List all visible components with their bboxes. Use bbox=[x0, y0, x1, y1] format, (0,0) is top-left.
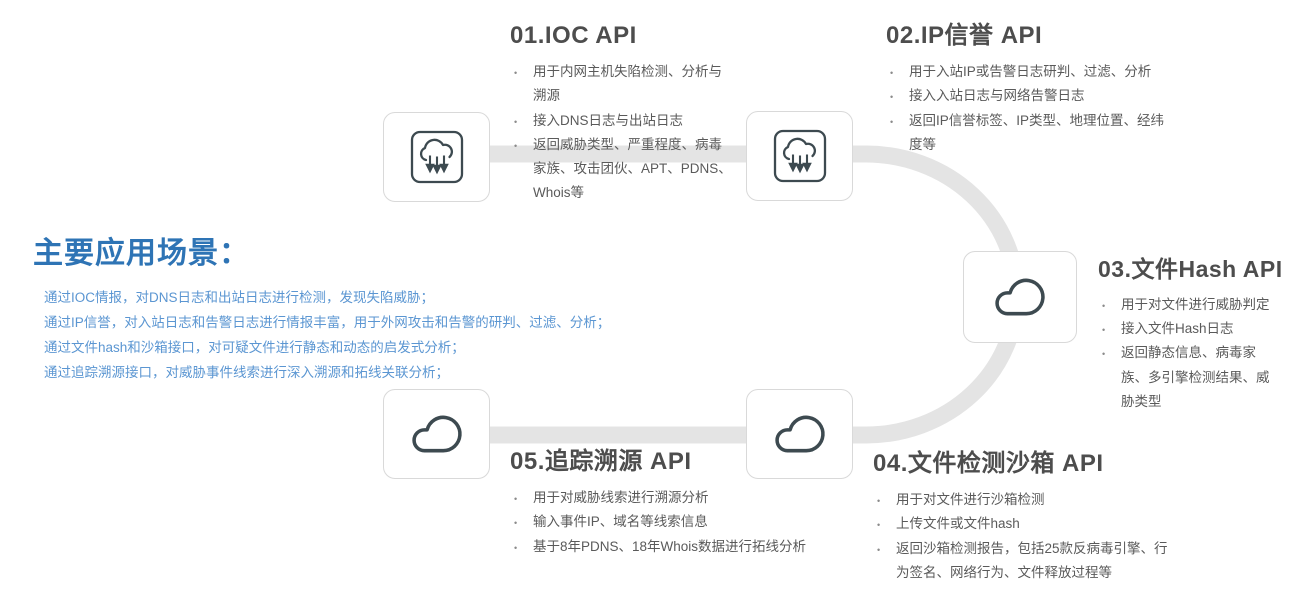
api-bullet: 返回IP信誉标签、IP类型、地理位置、经纬度等 bbox=[886, 109, 1176, 158]
cloud-icon bbox=[774, 415, 825, 453]
api-bullet-list: 用于入站IP或告警日志研判、过滤、分析 接入入站日志与网络告警日志 返回IP信誉… bbox=[886, 60, 1176, 157]
api-bullet-list: 用于内网主机失陷检测、分析与溯源 接入DNS日志与出站日志 返回威胁类型、严重程… bbox=[510, 60, 732, 206]
api-section-ioc: 01.IOC API 用于内网主机失陷检测、分析与溯源 接入DNS日志与出站日志… bbox=[510, 21, 750, 206]
api-section-file-hash: 03.文件Hash API 用于对文件进行威胁判定 接入文件Hash日志 返回静… bbox=[1098, 255, 1298, 414]
api-section-title: 05.追踪溯源 API bbox=[510, 448, 692, 475]
api-section-title: 02.IP信誉 API bbox=[886, 22, 1043, 49]
api-section-trace: 05.追踪溯源 API 用于对威胁线索进行溯源分析 输入事件IP、域名等线索信息… bbox=[510, 447, 828, 560]
scenario-line: 通过追踪溯源接口，对威胁事件线索进行深入溯源和拓线关联分析； bbox=[44, 365, 449, 380]
cloud-download-icon bbox=[410, 130, 463, 184]
scenario-line: 通过IP信誉，对入站日志和告警日志进行情报丰富，用于外网攻击和告警的研判、过滤、… bbox=[44, 315, 611, 330]
api-bullet: 返回威胁类型、严重程度、病毒家族、攻击团伙、APT、PDNS、Whois等 bbox=[510, 133, 732, 206]
api-bullet: 输入事件IP、域名等线索信息 bbox=[510, 510, 808, 535]
api-bullet-list: 用于对威胁线索进行溯源分析 输入事件IP、域名等线索信息 基于8年PDNS、18… bbox=[510, 486, 808, 560]
api-bullet: 用于入站IP或告警日志研判、过滤、分析 bbox=[886, 60, 1176, 85]
cloud-download-icon bbox=[773, 129, 826, 183]
api-section-sandbox: 04.文件检测沙箱 API 用于对文件进行沙箱检测 上传文件或文件hash 返回… bbox=[873, 449, 1188, 585]
api-bullet: 返回沙箱检测报告，包括25款反病毒引擎、行为签名、网络行为、文件释放过程等 bbox=[873, 537, 1168, 586]
api-bullet-list: 用于对文件进行沙箱检测 上传文件或文件hash 返回沙箱检测报告，包括25款反病… bbox=[873, 488, 1168, 585]
scenario-line: 通过IOC情报，对DNS日志和出站日志进行检测，发现失陷威胁； bbox=[44, 290, 435, 305]
api-node-trace bbox=[383, 389, 490, 479]
api-bullet: 用于内网主机失陷检测、分析与溯源 bbox=[510, 60, 732, 109]
api-bullet: 接入DNS日志与出站日志 bbox=[510, 109, 732, 134]
api-section-ip-reputation: 02.IP信誉 API 用于入站IP或告警日志研判、过滤、分析 接入入站日志与网… bbox=[886, 21, 1198, 157]
api-bullet: 上传文件或文件hash bbox=[873, 512, 1168, 537]
api-bullet: 基于8年PDNS、18年Whois数据进行拓线分析 bbox=[510, 535, 808, 560]
api-node-file-hash bbox=[963, 251, 1077, 343]
cloud-icon bbox=[411, 415, 462, 453]
api-bullet: 用于对文件进行沙箱检测 bbox=[873, 488, 1168, 513]
api-node-ip-reputation bbox=[746, 111, 853, 201]
api-bullet: 接入入站日志与网络告警日志 bbox=[886, 84, 1176, 109]
api-section-title: 04.文件检测沙箱 API bbox=[873, 450, 1104, 477]
api-bullet: 用于对威胁线索进行溯源分析 bbox=[510, 486, 808, 511]
api-bullet: 用于对文件进行威胁判定 bbox=[1098, 293, 1280, 318]
left-panel: 主要应用场景： 通过IOC情报，对DNS日志和出站日志进行检测，发现失陷威胁； … bbox=[33, 228, 683, 385]
api-node-ioc bbox=[383, 112, 490, 202]
api-bullet: 接入文件Hash日志 bbox=[1098, 317, 1280, 342]
api-section-title: 03.文件Hash API bbox=[1098, 256, 1283, 282]
api-section-title: 01.IOC API bbox=[510, 22, 637, 49]
api-node-sandbox bbox=[746, 389, 853, 479]
scenario-list: 通过IOC情报，对DNS日志和出站日志进行检测，发现失陷威胁； 通过IP信誉，对… bbox=[33, 285, 683, 385]
scenario-line: 通过文件hash和沙箱接口，对可疑文件进行静态和动态的启发式分析； bbox=[44, 340, 465, 355]
api-bullet-list: 用于对文件进行威胁判定 接入文件Hash日志 返回静态信息、病毒家族、多引擎检测… bbox=[1098, 293, 1280, 414]
api-bullet: 返回静态信息、病毒家族、多引擎检测结果、威胁类型 bbox=[1098, 341, 1280, 414]
page-title: 主要应用场景： bbox=[33, 237, 250, 270]
cloud-icon bbox=[995, 278, 1045, 316]
